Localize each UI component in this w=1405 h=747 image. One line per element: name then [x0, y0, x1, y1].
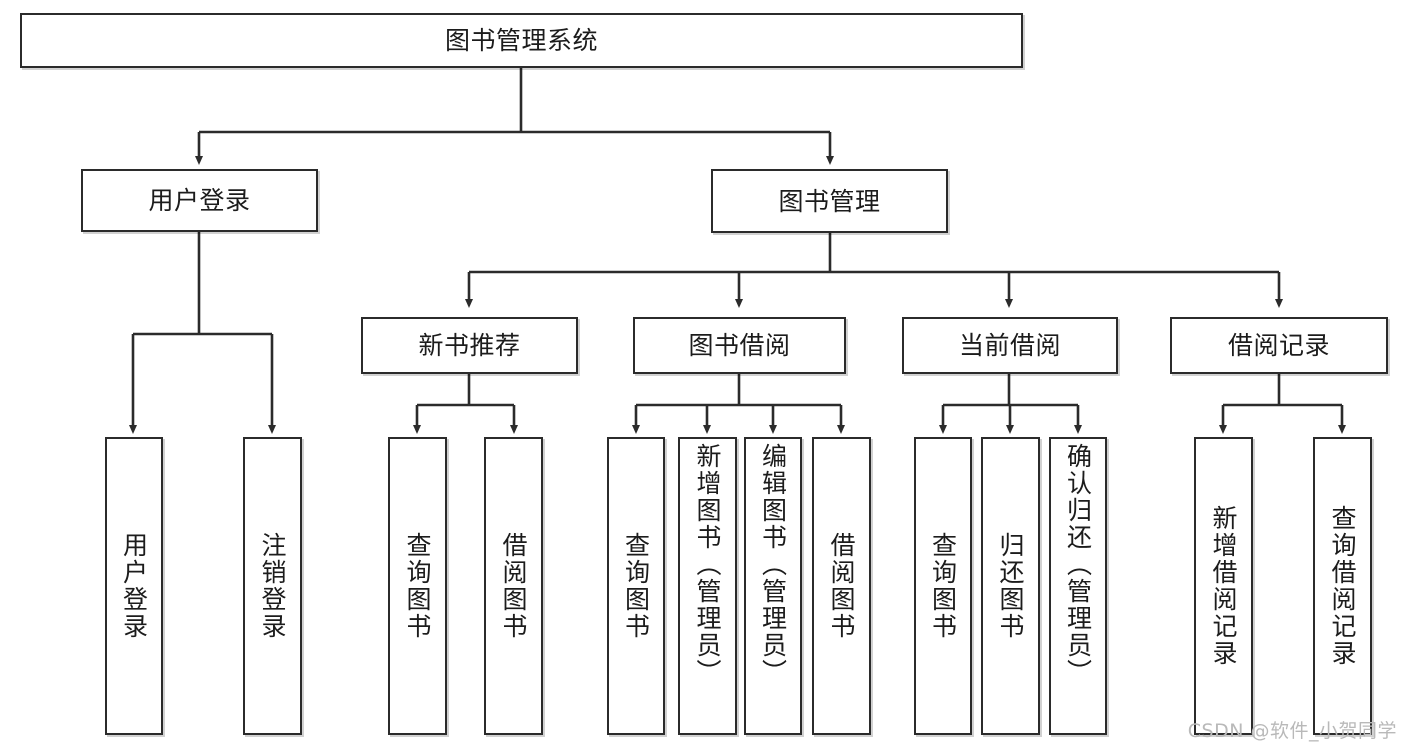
leaf-book-borrow-borrow-book[interactable]: 借阅图书 [812, 437, 871, 735]
node-label: 新增借阅记录 [1209, 505, 1238, 667]
leaf-book-borrow-edit-book-admin[interactable]: 编辑图书（管理员） [744, 437, 802, 735]
node-label: 确认归还（管理员） [1063, 443, 1093, 686]
node-book-borrow[interactable]: 图书借阅 [633, 317, 846, 374]
leaf-new-book-query-book[interactable]: 查询图书 [388, 437, 447, 735]
leaf-current-borrow-query-book[interactable]: 查询图书 [914, 437, 972, 735]
node-label: 借阅图书 [499, 532, 528, 640]
node-label: 当前借阅 [958, 331, 1061, 360]
node-book-management[interactable]: 图书管理 [711, 169, 948, 233]
node-label: 用户登录 [119, 532, 149, 640]
node-label: 借阅记录 [1227, 331, 1330, 360]
node-root-system[interactable]: 图书管理系统 [20, 13, 1023, 68]
node-label: 注销登录 [258, 532, 287, 640]
node-label: 新书推荐 [418, 331, 521, 360]
node-label: 归还图书 [996, 532, 1025, 640]
leaf-book-borrow-query-book[interactable]: 查询图书 [607, 437, 665, 735]
node-label: 图书借阅 [688, 331, 791, 360]
node-label: 编辑图书（管理员） [758, 443, 788, 686]
node-label: 借阅图书 [827, 532, 856, 640]
node-label: 图书管理系统 [444, 26, 598, 55]
node-label: 新增图书（管理员） [693, 443, 722, 686]
leaf-borrow-record-add-record[interactable]: 新增借阅记录 [1194, 437, 1253, 735]
leaf-current-borrow-confirm-return-admin[interactable]: 确认归还（管理员） [1049, 437, 1107, 735]
node-label: 用户登录 [148, 186, 251, 215]
node-current-borrow[interactable]: 当前借阅 [902, 317, 1118, 374]
node-label: 查询图书 [403, 532, 432, 640]
node-user-login[interactable]: 用户登录 [81, 169, 318, 232]
leaf-borrow-record-query-record[interactable]: 查询借阅记录 [1313, 437, 1372, 735]
node-label: 查询借阅记录 [1328, 505, 1357, 667]
leaf-new-book-borrow-book[interactable]: 借阅图书 [484, 437, 543, 735]
node-borrow-record[interactable]: 借阅记录 [1170, 317, 1388, 374]
node-label: 查询图书 [928, 532, 958, 640]
leaf-book-borrow-add-book-admin[interactable]: 新增图书（管理员） [678, 437, 737, 735]
node-label: 图书管理 [778, 186, 881, 216]
leaf-user-login-login[interactable]: 用户登录 [105, 437, 163, 735]
node-new-book-recommend[interactable]: 新书推荐 [361, 317, 578, 374]
node-label: 查询图书 [621, 532, 651, 640]
leaf-current-borrow-return-book[interactable]: 归还图书 [981, 437, 1040, 735]
leaf-user-login-logout[interactable]: 注销登录 [243, 437, 302, 735]
